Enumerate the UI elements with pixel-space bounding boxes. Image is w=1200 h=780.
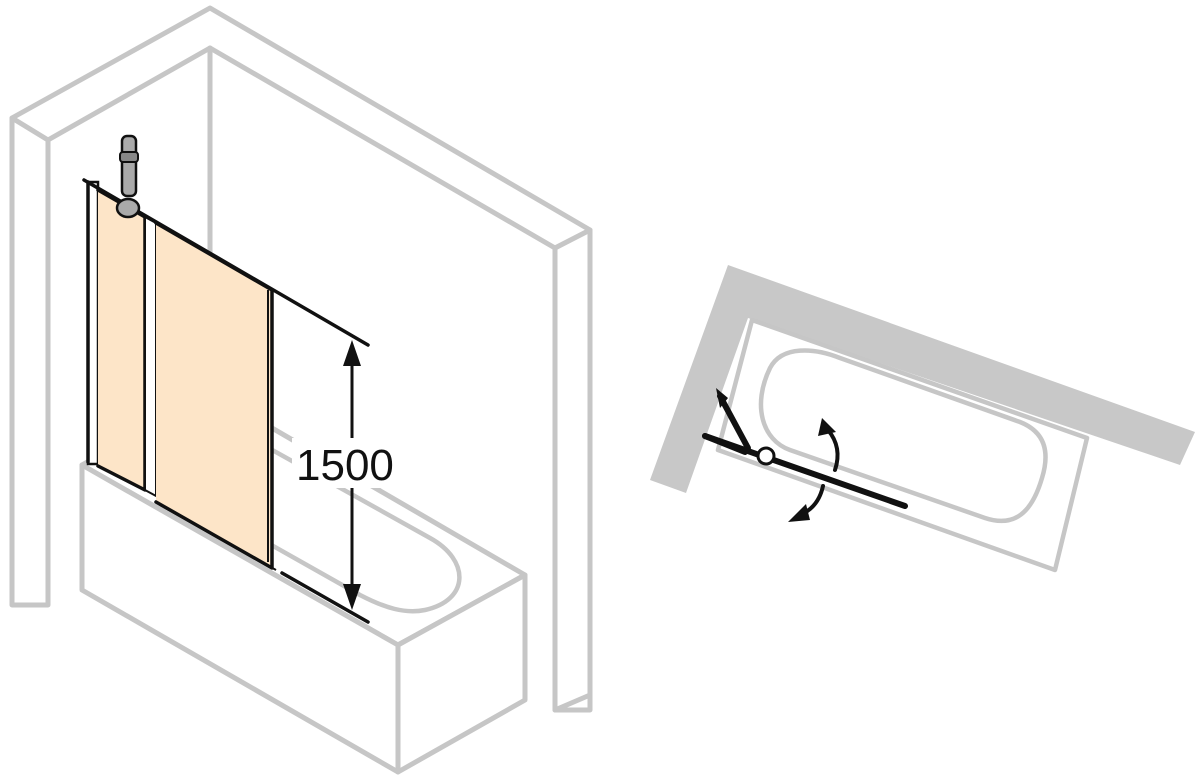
fixture-base: [115, 197, 141, 219]
wall-top-edge: [9, 115, 51, 143]
swing-arrow-down-head: [788, 504, 810, 522]
dimension-arrow-top: [343, 340, 361, 366]
dimension-label: 1500: [296, 441, 394, 490]
shower-fixture: [115, 134, 141, 219]
swing-arrow-up-head: [818, 418, 836, 436]
hinge-pivot-icon: [756, 446, 776, 466]
hinge-post-body: [144, 215, 157, 498]
panel-sill-line: [159, 504, 277, 571]
bathtub-side: [395, 572, 528, 775]
plan-wall: [650, 265, 1195, 493]
plan-bathtub-basin: [758, 348, 1048, 524]
wall-right-inner-edge: [552, 227, 593, 251]
swing-panel-glass: [156, 223, 272, 568]
corner-wall: [9, 5, 593, 713]
curved-double-arrow-icon: [788, 418, 840, 522]
panel-bottom-line: [280, 571, 370, 624]
fixture-cap: [119, 151, 139, 163]
plan-wall-profile: [702, 433, 748, 455]
fixture-pipe: [120, 134, 138, 198]
isometric-view: 1500: [9, 5, 593, 775]
dimension-arrow-bottom: [343, 584, 361, 610]
wall-front-edge: [552, 692, 593, 713]
hinge-post: [144, 215, 157, 498]
height-dimension: 1500: [292, 340, 414, 610]
dimension-label-bg: [292, 438, 414, 488]
plan-fixed-panel: [717, 393, 751, 451]
plan-view: [650, 265, 1195, 573]
plan-fixed-panel-tip: [716, 388, 728, 408]
plan-bathtub: [715, 317, 1090, 573]
fixed-panel-glass: [98, 190, 145, 490]
